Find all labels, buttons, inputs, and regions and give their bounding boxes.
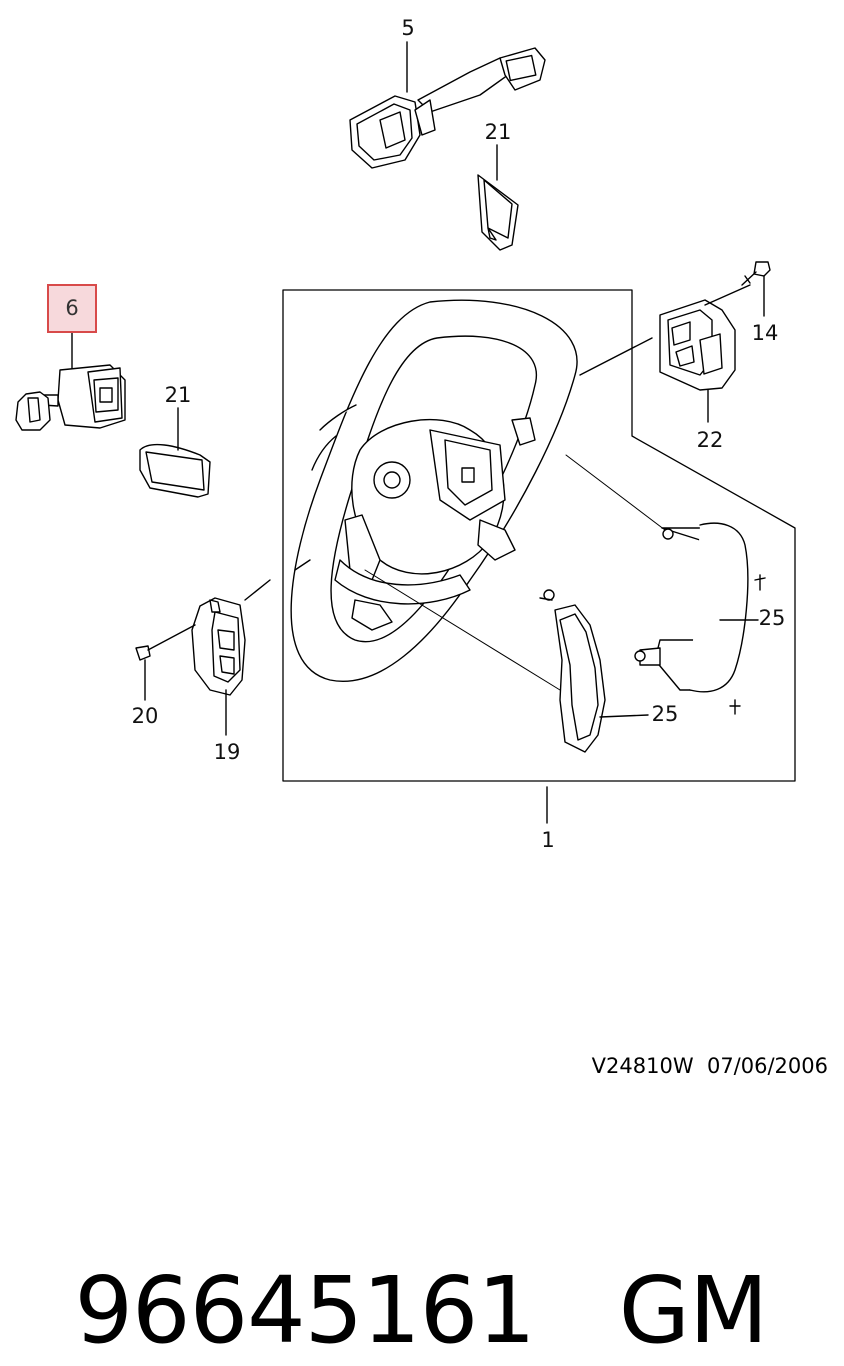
callout-1: 1 <box>541 828 555 852</box>
diagram-reference: V24810W 07/06/2006 <box>591 1054 828 1078</box>
leader-19-to-wheel <box>244 579 271 601</box>
callout-19: 19 <box>213 740 241 764</box>
exploded-parts-diagram <box>15 41 796 824</box>
brand-name: GM <box>618 1257 769 1364</box>
steering-wheel <box>290 299 578 682</box>
callout-25-upper: 25 <box>758 606 786 630</box>
assembly-frame <box>282 289 796 782</box>
callout-20: 20 <box>131 704 159 728</box>
callout-21-left: 21 <box>164 383 192 407</box>
callout-25-lower: 25 <box>651 702 679 726</box>
cover-part-21-top <box>477 174 519 251</box>
switch-part-22 <box>659 284 751 391</box>
stalk-switch-part-5 <box>349 47 546 169</box>
part-number-value: 96645161 <box>74 1257 536 1364</box>
callout-14: 14 <box>751 321 779 345</box>
switch-part-19 <box>191 597 246 696</box>
callout-6: 6 <box>65 296 79 320</box>
screw-part-20 <box>135 624 196 661</box>
trim-part-25-lower <box>539 589 741 753</box>
switch-part-6 <box>15 364 126 431</box>
callout-21-top: 21 <box>484 120 512 144</box>
callout-22: 22 <box>696 428 724 452</box>
leader-22-to-wheel <box>579 337 653 376</box>
trim-part-25-upper <box>634 522 766 693</box>
highlighted-part-box: 6 <box>47 284 97 333</box>
leader-25-lower <box>599 714 649 718</box>
part-number: 96645161 GM <box>18 1146 769 1366</box>
callout-5: 5 <box>401 16 415 40</box>
screw-part-14 <box>741 261 771 286</box>
cover-part-21-left <box>139 443 211 498</box>
